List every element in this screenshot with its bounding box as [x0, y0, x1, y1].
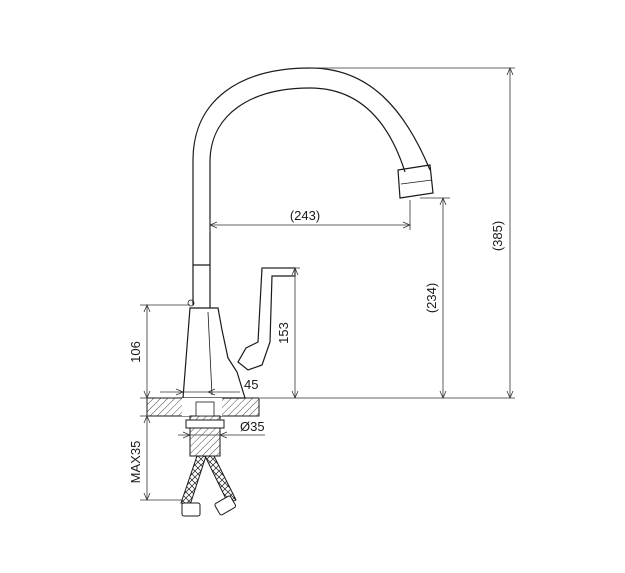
braided-hose-right — [204, 455, 237, 504]
hose-fitting-right — [214, 495, 237, 516]
dim-label-dia35: Ø35 — [240, 419, 265, 434]
dim-arrows-35 — [182, 431, 228, 439]
dim-label-234: (234) — [424, 283, 439, 313]
lever-handle — [237, 267, 296, 371]
dim-arrows-234 — [439, 196, 447, 400]
spout-inner — [209, 87, 406, 265]
dim-arrows-243 — [208, 221, 412, 229]
spout-aerator — [397, 164, 434, 199]
dim-label-max35: MAX35 — [128, 441, 143, 484]
body-tube — [192, 265, 211, 308]
dim-arrows-106 — [143, 303, 151, 400]
aerator-ring — [400, 179, 433, 185]
dim-arrows-max35 — [143, 414, 151, 502]
body-inner-line — [207, 311, 213, 396]
dim-label-153: 153 — [276, 322, 291, 344]
spout-outer — [192, 67, 431, 265]
dim-label-106: 106 — [128, 341, 143, 363]
dim-label-45: 45 — [244, 377, 258, 392]
hose-fitting-left — [181, 502, 201, 517]
body-rivet — [187, 299, 195, 307]
dim-label-243: (243) — [290, 208, 320, 223]
shank-top — [195, 401, 215, 417]
mounting-nut — [185, 419, 225, 429]
dim-label-385: (385) — [490, 221, 505, 251]
dim-arrows-153 — [291, 266, 299, 400]
braided-hose-left — [180, 455, 207, 506]
dim-arrows-45 — [175, 388, 216, 396]
dim-arrows-385 — [506, 66, 514, 400]
faucet-body — [182, 307, 246, 399]
